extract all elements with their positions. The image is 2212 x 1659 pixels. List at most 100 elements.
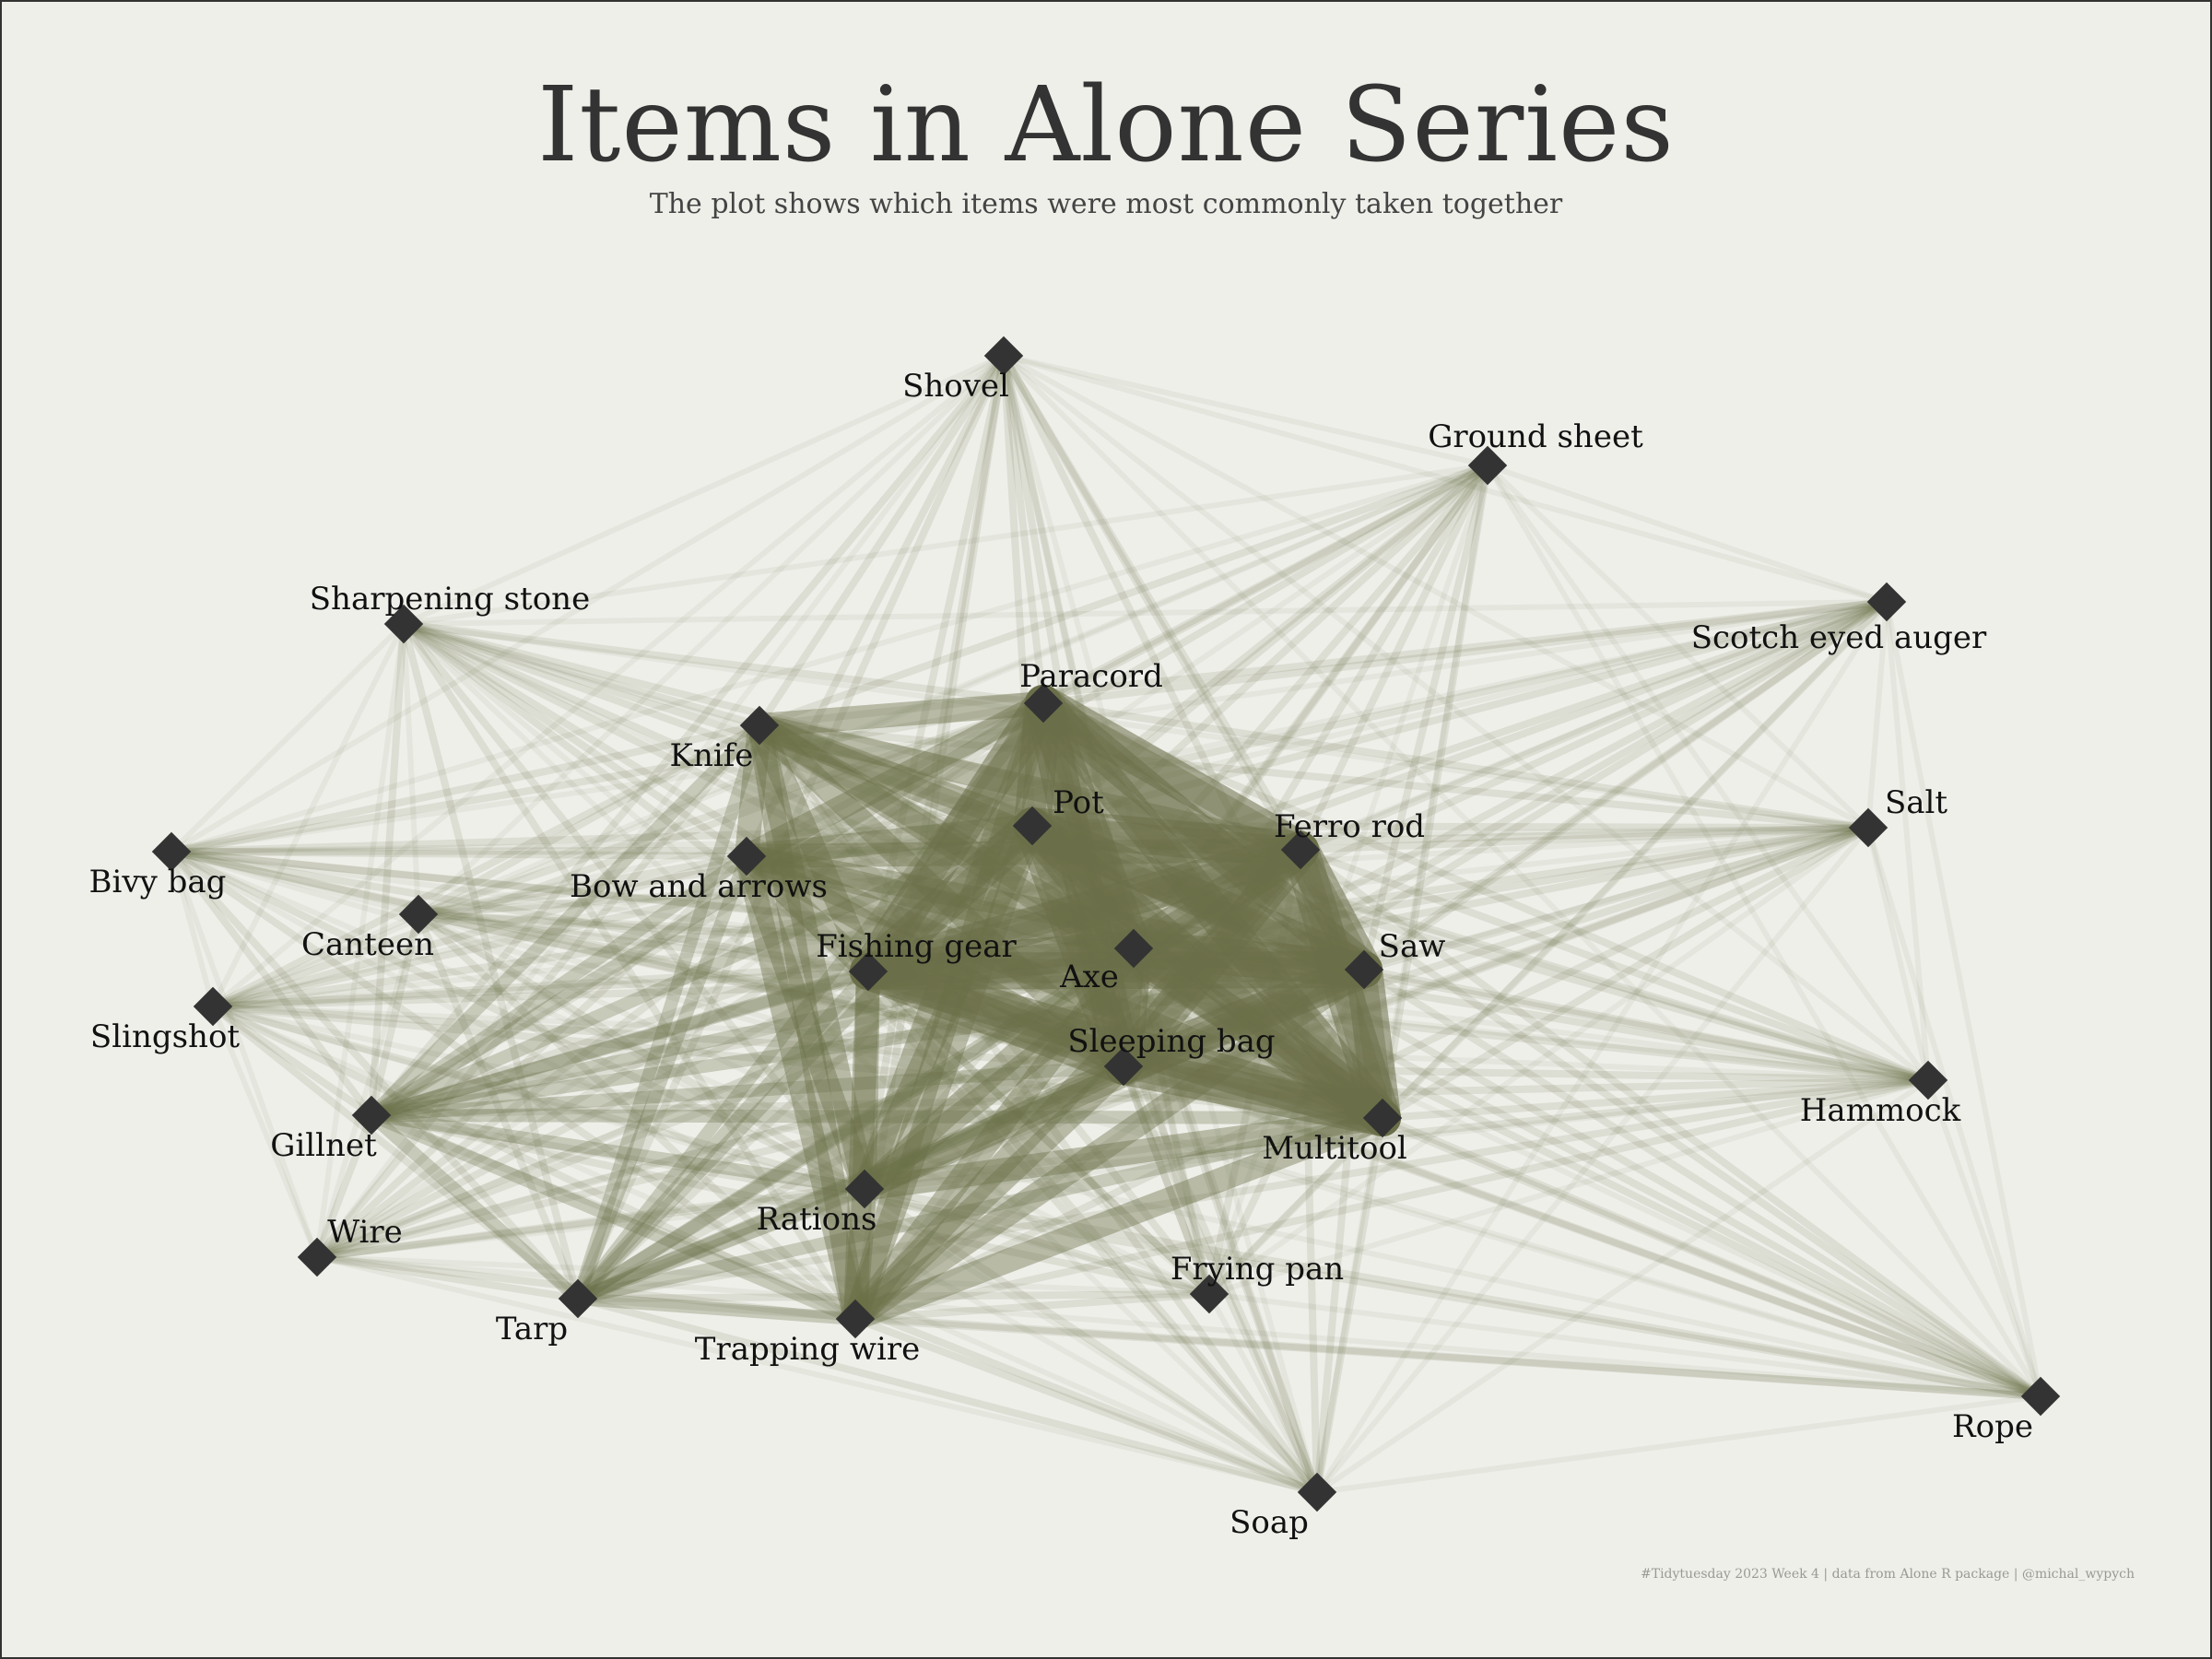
node-multitool [1362, 1098, 1403, 1138]
edge-slingshot-tarp [209, 1003, 582, 1302]
node-fishing-gear [848, 951, 888, 992]
edge-shovel-bow_and_arrows [743, 352, 1007, 860]
edge-knife-tarp [571, 719, 766, 1305]
edge-knife-salt [756, 722, 1872, 831]
edge-salt-frying_pan [1206, 825, 1871, 1297]
edge-ground_sheet-hammock [1485, 463, 1931, 1083]
edge-ground_sheet-gillnet [368, 462, 1491, 1119]
edge-ground_sheet-ferro_rod [1297, 462, 1491, 853]
edge-sharpening_stone-knife [400, 620, 763, 729]
edge-bivy_bag-wire [169, 849, 320, 1260]
edge-shovel-salt [1001, 353, 1871, 830]
edge-rations-wire [313, 1185, 868, 1261]
edge-paracord-wire [313, 700, 1047, 1261]
edge-slingshot-multitool [209, 1003, 1386, 1122]
edge-scotch_eyed_auger-soap [1314, 599, 1889, 1495]
edge-sharpening_stone-canteen [401, 621, 421, 917]
edge-rations-gillnet [365, 1109, 871, 1195]
edge-shovel-fishing_gear [865, 352, 1007, 975]
edge-slingshot-sleeping_bag [209, 1003, 1127, 1070]
edge-multitool-rations [853, 1106, 1394, 1201]
edge-canteen-gillnet [368, 911, 422, 1119]
edge-bow_and_arrows-wire [313, 853, 750, 1261]
edge-shovel-canteen [416, 353, 1006, 917]
edge-fishing_gear-frying_pan [865, 968, 1213, 1298]
edge-paracord-knife [747, 691, 1055, 737]
edge-salt-saw [1360, 824, 1872, 973]
edge-gillnet-rope [368, 1112, 2044, 1400]
edge-knife-wire [313, 722, 763, 1261]
edge-shovel-bivy_bag [169, 353, 1006, 854]
node-rations [844, 1169, 885, 1209]
node-soap [1297, 1472, 1337, 1512]
node-label-pot: Pot [1053, 784, 1104, 821]
node-tarp [558, 1278, 598, 1319]
edge-paracord-bivy_bag [168, 700, 1047, 855]
node-label-frying-pan: Frying pan [1171, 1251, 1344, 1288]
edge-shovel-slingshot [210, 353, 1006, 1009]
edge-fishing_gear-paracord [850, 685, 1062, 990]
edge-ground_sheet-salt [1485, 463, 1871, 830]
node-label-canteen: Canteen [301, 926, 434, 963]
edge-bivy_bag-rations [168, 848, 868, 1193]
node-label-knife: Knife [670, 737, 754, 774]
edge-hammock-trapping_wire [852, 1077, 1932, 1323]
edge-sharpening_stone-salt [401, 621, 1871, 830]
edge-ground_sheet-paracord [1040, 462, 1491, 707]
edge-salt-rope [1865, 825, 2043, 1399]
node-paracord [1023, 683, 1064, 724]
edge-bow_and_arrows-rations [735, 844, 877, 1201]
edge-paracord-slingshot [209, 700, 1047, 1010]
node-label-salt: Salt [1885, 784, 1947, 821]
edge-rations-rope [861, 1185, 2044, 1400]
node-axe [1113, 928, 1154, 969]
edge-canteen-rations [415, 911, 868, 1193]
edge-slingshot-rope [210, 1004, 2043, 1399]
edge-bow_and_arrows-slingshot [209, 853, 750, 1010]
node-sleeping-bag [1103, 1046, 1144, 1087]
edge-scotch_eyed_auger-multitool [1379, 598, 1890, 1122]
node-shovel [983, 335, 1024, 376]
edge-bivy_bag-bow_and_arrows [168, 848, 750, 860]
edge-hammock-multitool [1379, 1077, 1932, 1122]
edge-gillnet-frying_pan [368, 1112, 1213, 1298]
edge-shovel-rope [1001, 353, 2043, 1399]
edge-rations-tarp [571, 1182, 871, 1305]
node-wire [297, 1237, 337, 1277]
edge-shovel-ferro_rod [1000, 352, 1304, 853]
node-label-bivy-bag: Bivy bag [89, 864, 227, 900]
node-trapping-wire [835, 1299, 876, 1339]
edge-salt-hammock [1865, 825, 1931, 1083]
edge-sleeping_bag-soap [1120, 1063, 1321, 1496]
edge-bivy_bag-slingshot [169, 849, 216, 1009]
edge-multitool-tarp [571, 1112, 1389, 1305]
node-saw [1344, 949, 1384, 990]
edge-rations-frying_pan [861, 1185, 1213, 1298]
edge-ferro_rod-salt [1297, 824, 1872, 853]
edge-trapping_wire-rope [852, 1315, 2044, 1400]
edge-slingshot-gillnet [209, 1003, 375, 1119]
edge-bivy_bag-trapping_wire [168, 848, 859, 1323]
node-label-sleeping-bag: Sleeping bag [1067, 1023, 1275, 1060]
edge-fishing_gear-tarp [571, 965, 875, 1305]
edge-saw-hammock [1360, 966, 1932, 1084]
edge-bow_and_arrows-frying_pan [743, 853, 1213, 1298]
edge-saw-wire [313, 966, 1368, 1261]
edge-shovel-paracord [1000, 352, 1047, 707]
edge-sharpening_stone-gillnet [368, 620, 407, 1119]
node-pot [1012, 806, 1053, 846]
node-label-sharpening-stone: Sharpening stone [310, 581, 590, 618]
edge-multitool-frying_pan [1206, 1114, 1386, 1298]
edge-sharpening_stone-fishing_gear [400, 620, 872, 975]
edge-wire-soap [314, 1254, 1320, 1495]
edge-sleeping_bag-gillnet [365, 1060, 1130, 1122]
node-slingshot [193, 986, 233, 1027]
edge-ground_sheet-canteen [416, 463, 1490, 917]
edge-paracord-bow_and_arrows [735, 691, 1055, 868]
node-label-paracord: Paracord [1019, 658, 1163, 695]
edge-ground_sheet-soap [1314, 463, 1490, 1495]
edge-gillnet-soap [368, 1112, 1321, 1496]
edge-sharpening_stone-paracord [400, 620, 1047, 707]
